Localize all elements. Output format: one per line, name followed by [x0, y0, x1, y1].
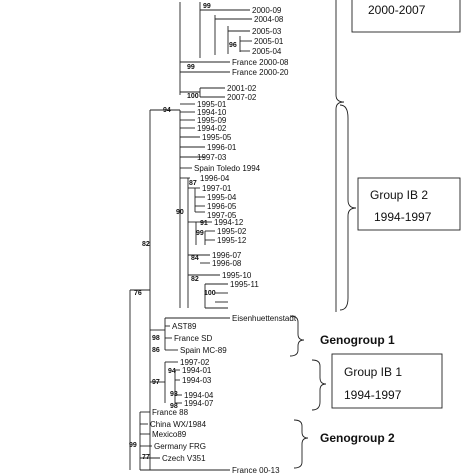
leaf-label: 1995-04	[207, 193, 237, 202]
box-ib2-line1: Group IB 2	[370, 188, 428, 202]
bootstrap-value: 84	[191, 255, 199, 262]
leaf-label: 2004-08	[254, 15, 284, 24]
leaf-label: 2005-01	[254, 37, 284, 46]
bootstrap-value: 99	[203, 3, 211, 10]
bootstrap-value: 98	[152, 335, 160, 342]
bootstrap-value: 82	[142, 241, 150, 248]
leaf-label: 1995-12	[217, 236, 247, 245]
bootstrap-value: 97	[152, 379, 160, 386]
leaf-label: France SD	[174, 334, 212, 343]
leaf-label: 1995-10	[222, 271, 252, 280]
leaf-label: 1994-02	[197, 124, 227, 133]
leaf-label: 2005-03	[252, 27, 282, 36]
leaf-label: 1994-12	[214, 218, 244, 227]
leaf-label: 2001-02	[227, 84, 257, 93]
bootstrap-value: 77	[142, 454, 150, 461]
leaf-label: France 2000-20	[232, 68, 289, 77]
brace-top-group	[335, 0, 345, 312]
leaf-label: 1994-04	[184, 391, 214, 400]
brace-ib2	[339, 104, 357, 311]
leaf-label: 1997-02	[180, 358, 210, 367]
leaf-label: 1997-01	[202, 184, 232, 193]
bootstrap-value: 90	[176, 209, 184, 216]
leaf-label: Germany FRG	[154, 442, 206, 451]
bootstrap-value: 100	[204, 290, 216, 297]
leaf-label: 1994-03	[182, 376, 212, 385]
genogroup1-label: Genogroup 1	[320, 333, 395, 347]
leaf-label: 1995-05	[202, 133, 232, 142]
tree-branches	[129, 2, 252, 471]
bootstrap-value: 94	[163, 107, 171, 114]
leaf-label: 2005-04	[252, 47, 282, 56]
brace-ib1	[311, 359, 327, 411]
bootstrap-value: 86	[152, 347, 160, 354]
box-top-line: 2000-2007	[368, 3, 426, 17]
leaf-label: 1997-03	[197, 153, 227, 162]
bootstrap-value: 99	[129, 442, 137, 449]
leaf-label: 1995-09	[197, 116, 227, 125]
leaf-label: 1994-10	[197, 108, 227, 117]
bootstrap-value: 100	[187, 93, 199, 100]
leaf-label: Spain Toledo 1994	[194, 164, 261, 173]
box-top-group	[351, 0, 461, 33]
leaf-label: 1994-01	[182, 366, 212, 375]
leaf-label: 1995-01	[197, 100, 227, 109]
leaf-label: 2000-09	[252, 6, 282, 15]
leaf-label: France 2000-08	[232, 58, 289, 67]
leaf-label: 1997-05	[207, 211, 237, 220]
box-ib1-line2: 1994-1997	[344, 388, 402, 402]
bootstrap-value: 99	[196, 230, 204, 237]
annotations: 2000-2007 Group IB 2 1994-1997 Genogroup…	[289, 0, 461, 469]
genogroup2-label: Genogroup 2	[320, 431, 395, 445]
bootstrap-value: 99	[187, 64, 195, 71]
bootstrap-value: 93	[170, 391, 178, 398]
brace-genogroup2	[293, 419, 309, 469]
leaf-label: France 88	[152, 408, 189, 417]
leaf-labels: 2000-09 2004-08 2005-03 2005-01 2005-04 …	[150, 6, 297, 474]
leaf-label: 1994-07	[184, 399, 214, 408]
bootstrap-value: 76	[134, 290, 142, 297]
leaf-label: 1996-07	[212, 251, 242, 260]
leaf-label: AST89	[172, 322, 197, 331]
bootstrap-value: 91	[200, 220, 208, 227]
leaf-label: 1996-04	[200, 174, 230, 183]
leaf-label: France 00-13	[232, 466, 280, 474]
bootstrap-values: 99 96 99 100 94 87 90 91 99 84 82 100 82…	[129, 3, 237, 461]
leaf-label: 1996-01	[207, 143, 237, 152]
leaf-label: Eisenhuettenstadt	[232, 314, 297, 323]
bootstrap-value: 82	[191, 276, 199, 283]
bootstrap-value: 98	[170, 403, 178, 410]
leaf-label: China WX/1984	[150, 420, 207, 429]
leaf-label: 2007-02	[227, 93, 257, 102]
box-ib2-line2: 1994-1997	[374, 210, 432, 224]
leaf-label: Czech V351	[162, 454, 206, 463]
leaf-label: 1995-11	[230, 280, 259, 289]
box-ib1	[331, 353, 443, 409]
leaf-label: Spain MC-89	[180, 346, 227, 355]
bootstrap-value: 96	[229, 42, 237, 49]
leaf-label: 1995-02	[217, 227, 247, 236]
box-ib2	[357, 177, 461, 231]
brace-genogroup1	[289, 315, 305, 357]
leaf-label: 1996-05	[207, 202, 237, 211]
bootstrap-value: 94	[168, 368, 176, 375]
bootstrap-value: 87	[189, 180, 197, 187]
leaf-label: 1996-08	[212, 259, 242, 268]
leaf-label: Mexico89	[152, 430, 187, 439]
box-ib1-line1: Group IB 1	[344, 365, 402, 379]
